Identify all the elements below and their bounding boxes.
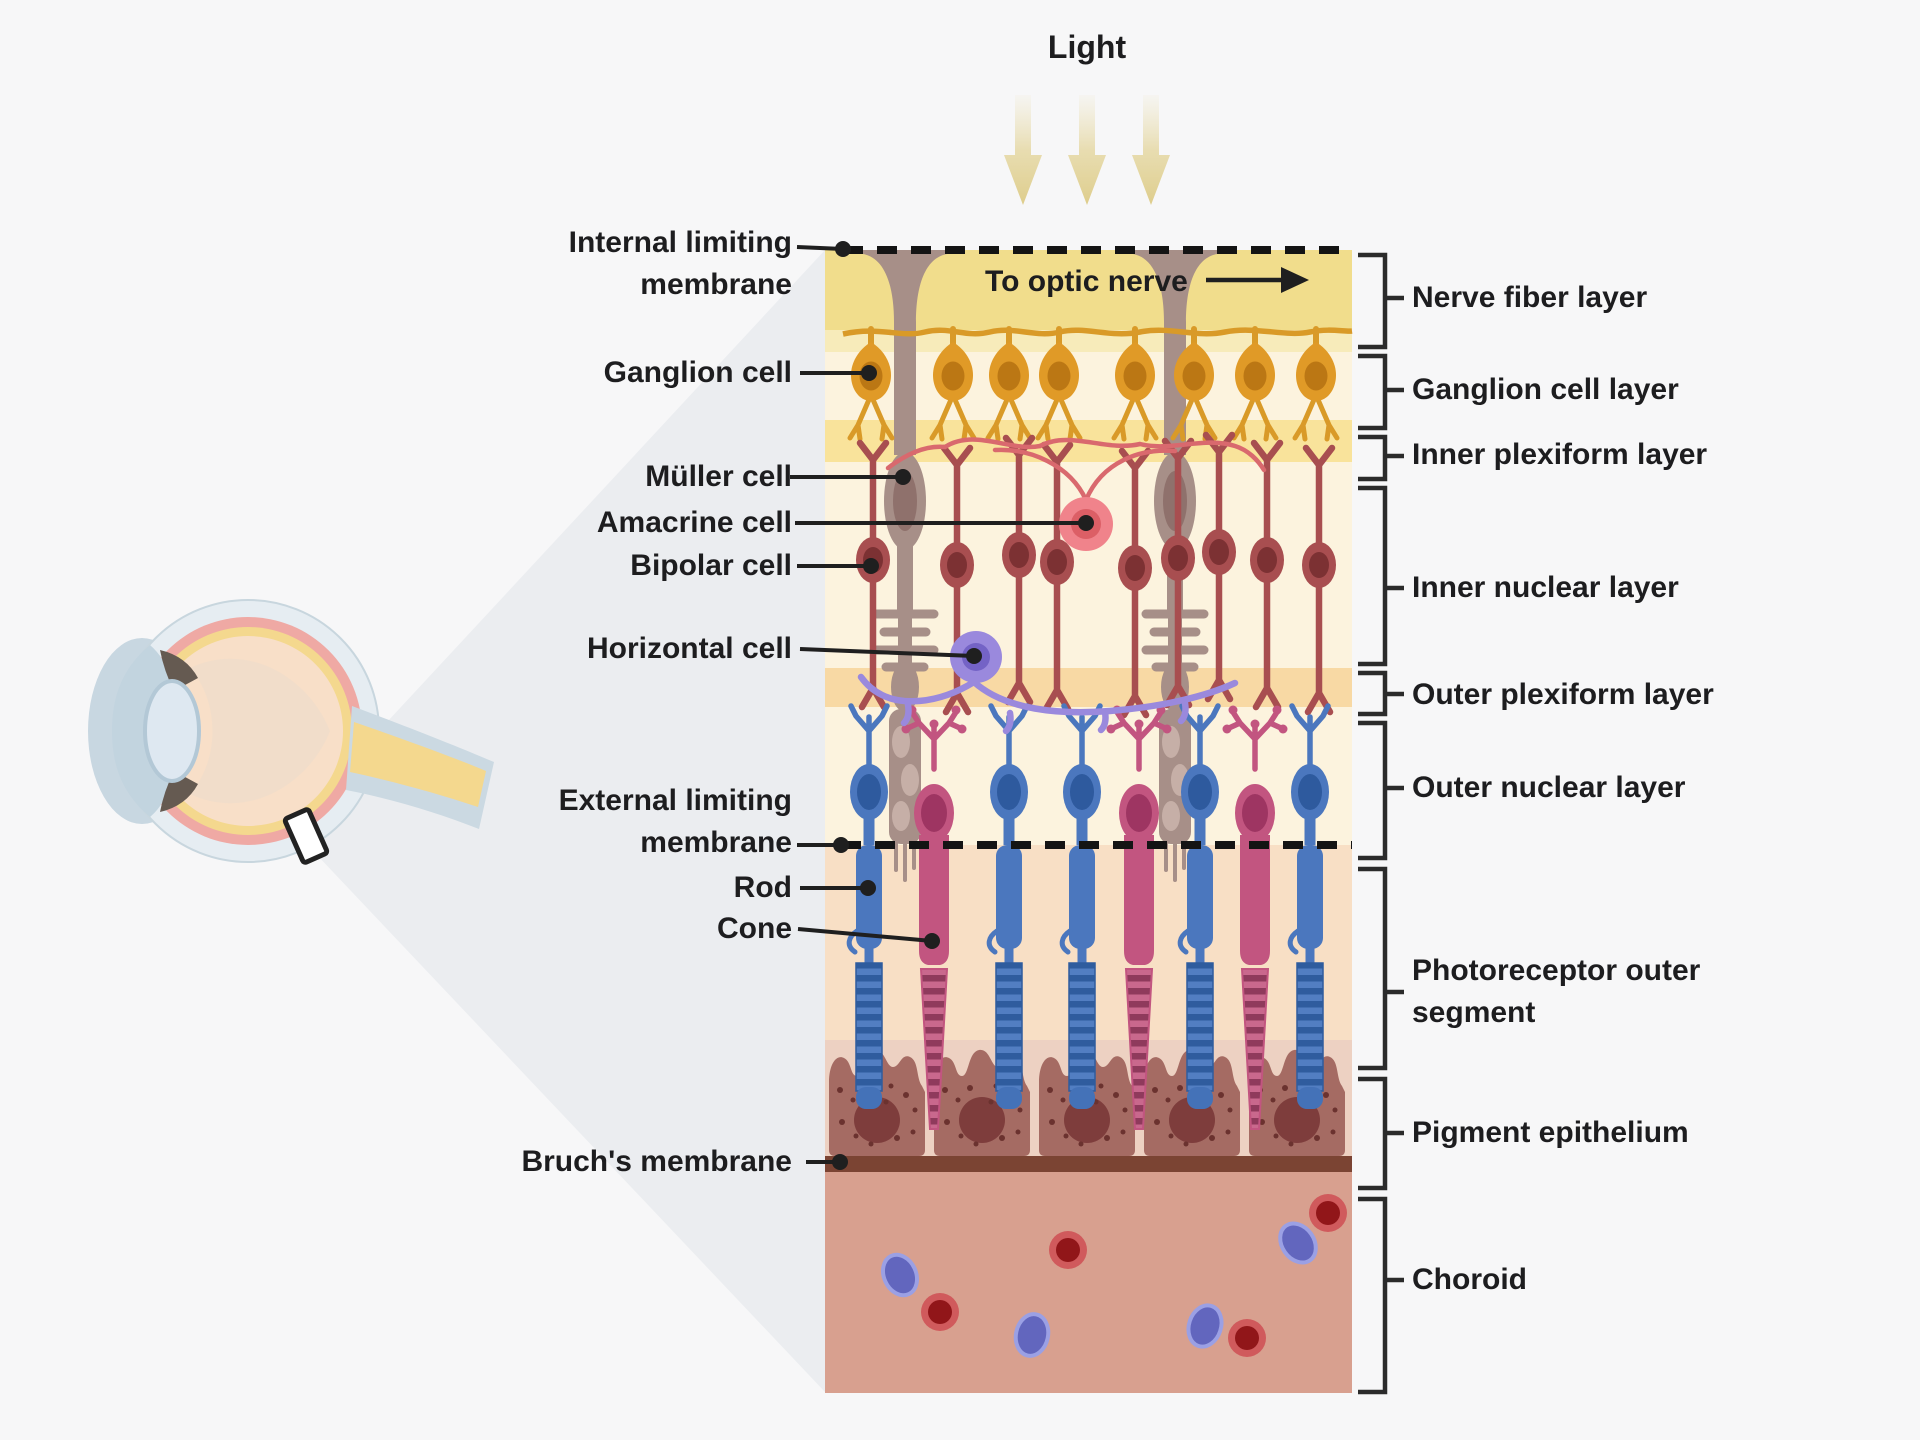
lens [143, 679, 201, 783]
red-blood-cell [1228, 1319, 1266, 1357]
zoom-region-marker [282, 807, 330, 865]
label-rod: Rod [733, 871, 792, 904]
label-horizontal-cell: Horizontal cell [586, 632, 792, 665]
light-arrows [1004, 95, 1170, 205]
vitreous [153, 636, 343, 826]
inner-plexiform-network [885, 437, 1267, 503]
to-optic-nerve-label: To optic nerve [985, 265, 1188, 298]
label-muller-cell: Müller cell [645, 460, 792, 493]
light-arrow-icon [1132, 95, 1170, 205]
light-label: Light [1047, 29, 1127, 65]
label-pigment-epithelium: Pigment epithelium [1412, 1116, 1689, 1149]
zoom-wedge [298, 250, 825, 1392]
optic-nerve-core [350, 722, 486, 807]
light-arrow-icon [1068, 95, 1106, 205]
red-blood-cell [1049, 1231, 1087, 1269]
label-inner-plexiform-layer: Inner plexiform layer [1412, 438, 1708, 471]
label-choroid: Choroid [1412, 1263, 1527, 1296]
vitreous-shading [190, 658, 330, 804]
label-nerve-fiber-layer: Nerve fiber layer [1412, 281, 1648, 314]
ganglion-axon-line [842, 327, 1353, 337]
layer-brackets [1358, 252, 1404, 1395]
label-ganglion-cell-layer: Ganglion cell layer [1412, 373, 1679, 406]
label-outer-nuclear-layer: Outer nuclear layer [1412, 771, 1686, 804]
label-cone: Cone [717, 912, 792, 945]
label-outer-plexiform-layer: Outer plexiform layer [1412, 678, 1714, 711]
label-bruchs-membrane: Bruch's membrane [521, 1145, 792, 1178]
label-ganglion-cell: Ganglion cell [603, 356, 792, 389]
label-external-limiting-membrane: External limiting membrane [558, 784, 792, 859]
label-photoreceptor-outer-segment: Photoreceptor outer segment [1412, 954, 1701, 1029]
label-inner-nuclear-layer: Inner nuclear layer [1412, 571, 1679, 604]
eye-illustration [88, 599, 494, 865]
light-arrow-icon [1004, 95, 1042, 205]
red-blood-cell [1309, 1194, 1347, 1232]
bruchs-membrane-band [825, 1156, 1352, 1172]
label-amacrine-cell: Amacrine cell [596, 506, 792, 539]
red-blood-cell [921, 1293, 959, 1331]
leader-lines [790, 241, 1094, 1170]
optic-nerve-arrow-icon [1206, 267, 1309, 293]
label-internal-limiting-membrane: Internal limiting membrane [568, 226, 792, 301]
label-bipolar-cell: Bipolar cell [630, 549, 792, 582]
